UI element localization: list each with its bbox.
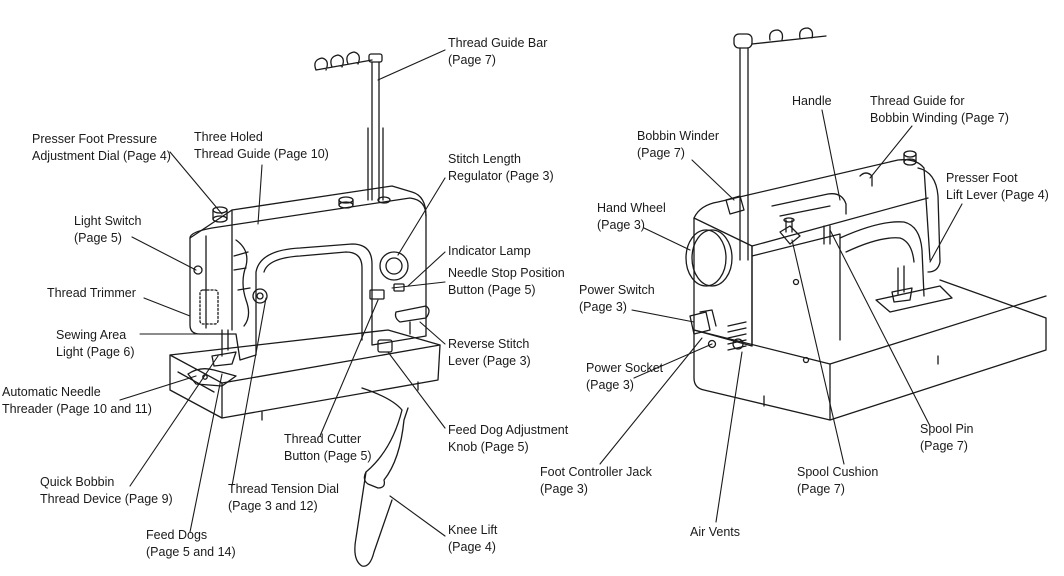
label-handle: Handle bbox=[792, 94, 832, 108]
label-feed-dogs: Feed Dogs(Page 5 and 14) bbox=[146, 528, 236, 559]
label-hand-wheel: Hand Wheel(Page 3) bbox=[597, 201, 666, 232]
label-power-socket: Power Socket(Page 3) bbox=[586, 361, 664, 392]
label-air-vents: Air Vents bbox=[690, 525, 741, 539]
label-power-switch: Power Switch(Page 3) bbox=[579, 283, 655, 314]
label-foot-controller-jack: Foot Controller Jack(Page 3) bbox=[540, 465, 652, 496]
label-light-switch: Light Switch(Page 5) bbox=[74, 214, 142, 245]
label-bobbin-winder: Bobbin Winder(Page 7) bbox=[637, 129, 719, 160]
label-indicator-lamp: Indicator Lamp bbox=[448, 244, 531, 258]
label-spool-pin: Spool Pin(Page 7) bbox=[920, 422, 974, 453]
front-machine bbox=[169, 51, 441, 567]
label-thread-tension-dial: Thread Tension Dial(Page 3 and 12) bbox=[228, 482, 339, 513]
leader-lines bbox=[119, 49, 963, 537]
back-machine bbox=[685, 27, 1047, 421]
label-thread-guide-bar: Thread Guide Bar(Page 7) bbox=[448, 36, 548, 67]
label-knee-lift: Knee Lift(Page 4) bbox=[448, 523, 498, 554]
label-thread-trimmer: Thread Trimmer bbox=[47, 286, 136, 300]
label-spool-cushion: Spool Cushion(Page 7) bbox=[797, 465, 879, 496]
